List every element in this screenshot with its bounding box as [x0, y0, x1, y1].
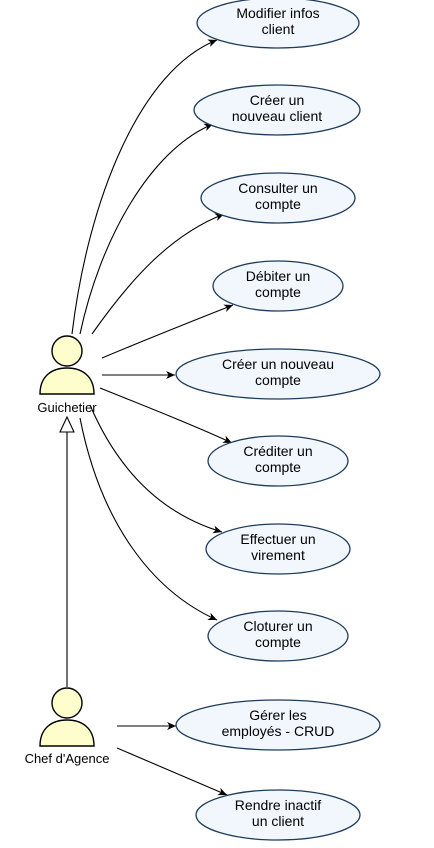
association-guichetier-crediter [99, 387, 233, 444]
use-case-consulter[interactable]: Consulter un compte [200, 172, 356, 224]
use-case-label-line1: Cloturer un [243, 618, 312, 634]
use-case-label-line1: Modifier infos [236, 5, 319, 21]
actor-guichetier[interactable]: Guichetier [37, 335, 97, 415]
use-case-modifier[interactable]: Modifier infos client [196, 0, 360, 49]
use-case-label-line2: nouveau client [232, 108, 322, 124]
use-case-ellipse [196, 0, 360, 49]
use-case-label-line1: Gérer les [249, 707, 307, 723]
use-case-label-line1: Débiter un [246, 268, 311, 284]
use-case-ellipse [175, 348, 381, 400]
use-case-label-line1: Consulter un [238, 180, 317, 196]
use-case-creer-client[interactable]: Créer un nouveau client [193, 84, 361, 136]
use-case-ellipse [205, 523, 351, 575]
association-guichetier-creer-client [79, 123, 214, 335]
use-case-label-line2: compte [255, 634, 301, 650]
actor-label: Chef d'Agence [25, 751, 110, 766]
use-case-label-line2: client [262, 21, 295, 37]
use-case-label-line1: Créer un nouveau [222, 356, 334, 372]
actor-chef-d-agence[interactable]: Chef d'Agence [25, 687, 110, 766]
use-case-label-line1: Créer un [250, 92, 304, 108]
use-case-label-line1: Créditer un [243, 443, 312, 459]
use-case-creer-compte[interactable]: Créer un nouveau compte [175, 348, 381, 400]
generalization-arrowhead [59, 415, 75, 433]
use-case-label-line2: employés - CRUD [222, 723, 335, 739]
association-guichetier-consulter [91, 213, 225, 335]
use-case-gerer[interactable]: Gérer les employés - CRUD [175, 699, 381, 751]
use-case-label-line2: compte [255, 459, 301, 475]
use-case-debiter[interactable]: Débiter un compte [212, 260, 344, 312]
association-guichetier-modifier [71, 39, 218, 335]
use-case-crediter[interactable]: Créditer un compte [207, 435, 349, 487]
actor-person-icon [39, 687, 95, 747]
use-case-label-line1: Effectuer un [240, 531, 315, 547]
use-case-ellipse [207, 435, 349, 487]
use-case-label-line2: un client [252, 813, 304, 829]
association-guichetier-cloturer [79, 417, 218, 621]
use-case-label-line2: compte [255, 196, 301, 212]
use-case-ellipse [193, 84, 361, 136]
association-chef-inactif [116, 747, 228, 796]
use-case-label-line1: Rendre inactif [235, 797, 321, 813]
use-case-ellipse [200, 172, 356, 224]
association-guichetier-virement [89, 404, 223, 534]
association-guichetier-debiter [101, 304, 234, 359]
use-case-virement[interactable]: Effectuer un virement [205, 523, 351, 575]
use-case-label-line2: virement [251, 547, 305, 563]
actor-person-icon [39, 335, 95, 395]
use-case-cloturer[interactable]: Cloturer un compte [207, 610, 349, 662]
use-case-inactif[interactable]: Rendre inactif un client [195, 789, 361, 841]
actor-label: Guichetier [37, 400, 97, 415]
use-case-ellipse [212, 260, 344, 312]
use-case-ellipse [195, 789, 361, 841]
use-case-label-line2: compte [255, 372, 301, 388]
use-case-label-line2: compte [255, 284, 301, 300]
edges-layer [59, 39, 234, 796]
use-case-ellipse [207, 610, 349, 662]
use-case-ellipse [175, 699, 381, 751]
